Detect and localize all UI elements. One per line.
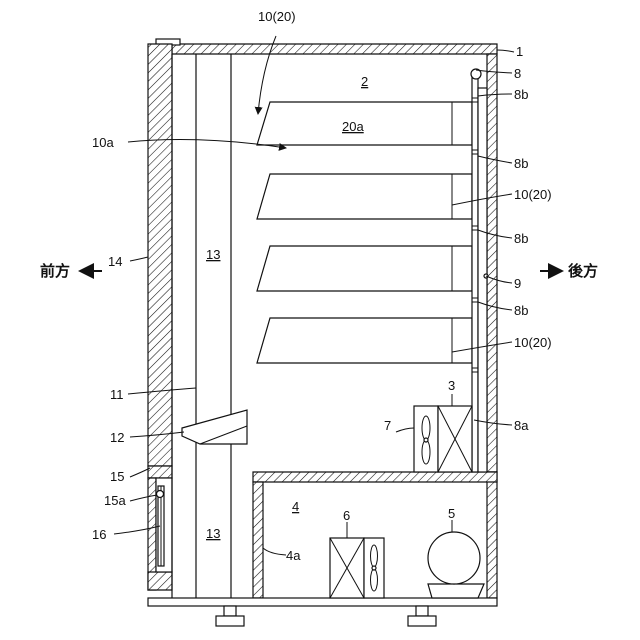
label-8b-4: 8b [514, 303, 528, 318]
label-20a: 20a [342, 119, 364, 134]
label-14: 14 [108, 254, 122, 269]
feet [216, 606, 436, 626]
label-10-top: 10(20) [258, 9, 296, 24]
rail-bar [472, 78, 478, 472]
foot-left-stem [224, 606, 236, 616]
shelves [257, 102, 472, 363]
label-8b-1: 8b [514, 87, 528, 102]
foot-left-pad [216, 616, 244, 626]
label-4: 4 [292, 499, 299, 514]
label-8b-3: 8b [514, 231, 528, 246]
compressor-base [428, 584, 484, 598]
label-5: 5 [448, 506, 455, 521]
base-plate [148, 598, 497, 606]
top-wall [172, 44, 497, 54]
shelf-3 [257, 246, 472, 291]
label-8b-2: 8b [514, 156, 528, 171]
label-12: 12 [110, 430, 124, 445]
label-15: 15 [110, 469, 124, 484]
label-1: 1 [516, 44, 523, 59]
partition-wall [253, 472, 497, 482]
label-10-mid: 10(20) [514, 187, 552, 202]
label-6: 6 [343, 508, 350, 523]
shelf-2 [257, 174, 472, 219]
label-3: 3 [448, 378, 455, 393]
machine-room [330, 532, 484, 598]
direction-rear: 後方 [540, 262, 598, 280]
direction-front: 前方 [40, 262, 102, 280]
rail-duct [478, 88, 487, 472]
label-16: 16 [92, 527, 106, 542]
label-2: 2 [361, 74, 368, 89]
foot-right-pad [408, 616, 436, 626]
evaporator-unit [414, 406, 472, 472]
rear-rail [471, 69, 488, 472]
label-7: 7 [384, 418, 391, 433]
compressor-body [428, 532, 480, 584]
label-11: 11 [110, 387, 124, 402]
label-10a: 10a [92, 135, 114, 150]
machine-room-wall [253, 482, 263, 598]
latch [157, 491, 164, 498]
label-4a: 4a [286, 548, 301, 563]
label-13-lower: 13 [206, 526, 220, 541]
evaporator-fan-hub [424, 438, 428, 442]
label-9: 9 [514, 276, 521, 291]
air-duct [172, 54, 247, 598]
lower-door-bottom [148, 572, 172, 590]
lower-door-frame [148, 466, 172, 478]
label-15a: 15a [104, 493, 126, 508]
label-10-low: 10(20) [514, 335, 552, 350]
rear-wall-lower [487, 472, 497, 598]
label-8: 8 [514, 66, 521, 81]
rear-wall [487, 54, 497, 472]
shelf-4 [257, 318, 472, 363]
condenser-fan-hub [372, 566, 376, 570]
label-8a: 8a [514, 418, 529, 433]
label-13-upper: 13 [206, 247, 220, 262]
front-door [148, 44, 172, 466]
shelf-1 [257, 102, 472, 145]
front-label: 前方 [40, 262, 70, 280]
rear-label: 後方 [567, 262, 598, 280]
foot-right-stem [416, 606, 428, 616]
